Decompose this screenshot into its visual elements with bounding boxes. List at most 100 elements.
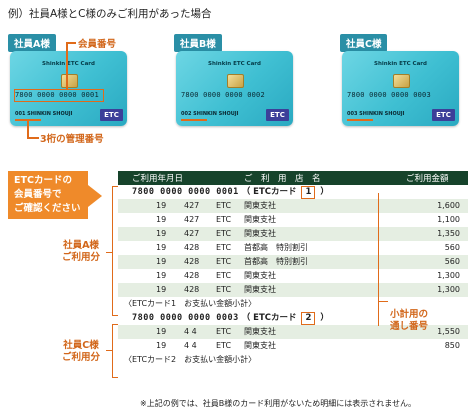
card-a-holder: 001 SHINKIN SHOUJI xyxy=(15,111,73,117)
cell-shop: ETC xyxy=(216,215,232,224)
emp-a-line-2: ご利用分 xyxy=(62,252,101,263)
table-row: 19 4 4 ETC 関東支社 1,550 xyxy=(118,325,468,339)
serial-callout: 小計用の 通し番号 xyxy=(390,309,428,333)
card-b-tag: 社員B様 xyxy=(174,34,222,52)
header-date: ご利用年月日 xyxy=(132,174,184,184)
header-amount: ご利用金額 xyxy=(406,174,449,184)
table-row: 19 427 ETC 関東支社 1,350 xyxy=(118,227,468,241)
chip-icon xyxy=(61,74,78,88)
mgmt-no-underline xyxy=(15,119,41,121)
cell-year: 19 xyxy=(156,285,167,294)
table-header: ご利用年月日 ご 利 用 店 名 ご利用金額 xyxy=(118,171,468,185)
cell-shop: ETC xyxy=(216,341,232,350)
cell-place: 関東支社 xyxy=(244,341,276,350)
emp-a-line-1: 社員A様 xyxy=(63,240,99,251)
subtotal-2: 〈ETCカード2 お支払い金額小計〉 xyxy=(124,355,257,364)
member-no-highlight xyxy=(14,89,104,102)
cell-amount: 560 xyxy=(444,243,460,252)
cell-shop: ETC xyxy=(216,201,232,210)
table-row: 19 4 4 ETC 関東支社 850 xyxy=(118,339,468,353)
emp-a-label: 社員A様 ご利用分 xyxy=(62,240,100,264)
card-c-number: 7800 0000 0000 0003 xyxy=(347,91,431,99)
cell-shop: ETC xyxy=(216,327,232,336)
cell-date: 427 xyxy=(184,229,200,238)
etc-logo: ETC xyxy=(100,109,123,121)
table-row: 19 427 ETC 関東支社 1,600 xyxy=(118,199,468,213)
cell-amount: 1,600 xyxy=(437,201,460,210)
subtotal-1: 〈ETCカード1 お支払い金額小計〉 xyxy=(124,299,257,308)
cell-place: 首都高 特別割引 xyxy=(244,257,308,266)
card-c-name: Shinkin ETC Card xyxy=(374,61,427,67)
card1-label: （ ETCカード xyxy=(241,187,297,197)
chip-icon xyxy=(393,74,410,88)
cell-year: 19 xyxy=(156,215,167,224)
serial-line-2: 通し番号 xyxy=(390,321,429,332)
cell-shop: ETC xyxy=(216,285,232,294)
cell-place: 首都高 特別割引 xyxy=(244,243,308,252)
confirm-banner: ETCカードの 会員番号で ご確認ください xyxy=(8,171,88,219)
arrow-right-icon xyxy=(88,185,102,207)
banner-line-1: ETCカードの xyxy=(14,175,72,186)
card-c: Shinkin ETC Card 7800 0000 0000 0003 003… xyxy=(342,51,459,126)
footnote: ※上記の例では、社員B様のカード利用がないため明細には表示されません。 xyxy=(140,399,416,408)
cell-place: 関東支社 xyxy=(244,229,276,238)
cell-amount: 1,300 xyxy=(437,285,460,294)
cell-year: 19 xyxy=(156,327,167,336)
emp-c-line-1: 社員C様 xyxy=(63,340,99,351)
card1-number: 7800 0000 0000 0001 xyxy=(132,187,239,197)
page-title: 例）社員A様とC様のみご利用があった場合 xyxy=(8,8,212,20)
header-shop: ご 利 用 店 名 xyxy=(244,174,321,184)
cell-amount: 1,300 xyxy=(437,271,460,280)
card1-line: 7800 0000 0000 0001 （ ETCカード 1 ） xyxy=(118,185,468,199)
cell-place: 関東支社 xyxy=(244,201,276,210)
cell-year: 19 xyxy=(156,271,167,280)
cell-date: 427 xyxy=(184,201,200,210)
table-row: 19 428 ETC 関東支社 1,300 xyxy=(118,269,468,283)
statement-table: ご利用年月日 ご 利 用 店 名 ご利用金額 7800 0000 0000 00… xyxy=(118,171,468,367)
cell-date: 428 xyxy=(184,257,200,266)
emp-c-label: 社員C様 ご利用分 xyxy=(62,340,100,364)
cell-date: 4 4 xyxy=(184,327,197,336)
table-row: 19 428 ETC 首都高 特別割引 560 xyxy=(118,241,468,255)
cell-shop: ETC xyxy=(216,257,232,266)
mgmt-no-callout: 3桁の管理番号 xyxy=(40,134,104,145)
card2-line: 7800 0000 0000 0003 （ ETCカード 2 ） xyxy=(118,311,468,325)
cell-place: 関東支社 xyxy=(244,271,276,280)
cell-date: 427 xyxy=(184,215,200,224)
card2-number: 7800 0000 0000 0003 xyxy=(132,313,239,323)
table-row: 19 427 ETC 関東支社 1,100 xyxy=(118,213,468,227)
card2-close: ） xyxy=(320,313,329,323)
cell-year: 19 xyxy=(156,341,167,350)
cell-shop: ETC xyxy=(216,271,232,280)
card1-close: ） xyxy=(320,187,329,197)
cell-year: 19 xyxy=(156,229,167,238)
cell-date: 428 xyxy=(184,271,200,280)
card-b: Shinkin ETC Card 7800 0000 0000 0002 002… xyxy=(176,51,293,126)
card-b-number: 7800 0000 0000 0002 xyxy=(181,91,265,99)
cell-place: 関東支社 xyxy=(244,215,276,224)
banner-line-3: ご確認ください xyxy=(14,203,81,214)
etc-logo: ETC xyxy=(266,109,289,121)
card-a: Shinkin ETC Card 7800 0000 0000 0001 001… xyxy=(10,51,127,126)
card-c-holder: 003 SHINKIN SHOUJI xyxy=(347,111,405,117)
table-row: 19 428 ETC 首都高 特別割引 560 xyxy=(118,255,468,269)
cell-date: 428 xyxy=(184,243,200,252)
card-c-tag: 社員C様 xyxy=(340,34,388,52)
member-no-callout: 会員番号 xyxy=(78,39,117,50)
cell-date: 4 4 xyxy=(184,341,197,350)
cell-amount: 1,350 xyxy=(437,229,460,238)
cell-amount: 1,550 xyxy=(437,327,460,336)
cell-place: 関東支社 xyxy=(244,285,276,294)
card2-serial: 2 xyxy=(301,312,316,325)
cell-shop: ETC xyxy=(216,229,232,238)
card2-label: （ ETCカード xyxy=(241,313,297,323)
chip-icon xyxy=(227,74,244,88)
table-row: 19 428 ETC 関東支社 1,300 xyxy=(118,283,468,297)
etc-logo: ETC xyxy=(432,109,455,121)
card-a-name: Shinkin ETC Card xyxy=(42,61,95,67)
cell-amount: 850 xyxy=(444,341,460,350)
card-a-number: 7800 0000 0000 0001 xyxy=(15,91,99,99)
emp-c-line-2: ご利用分 xyxy=(62,352,101,363)
card-b-holder: 002 SHINKIN SHOUJI xyxy=(181,111,239,117)
serial-line-1: 小計用の xyxy=(390,309,429,320)
